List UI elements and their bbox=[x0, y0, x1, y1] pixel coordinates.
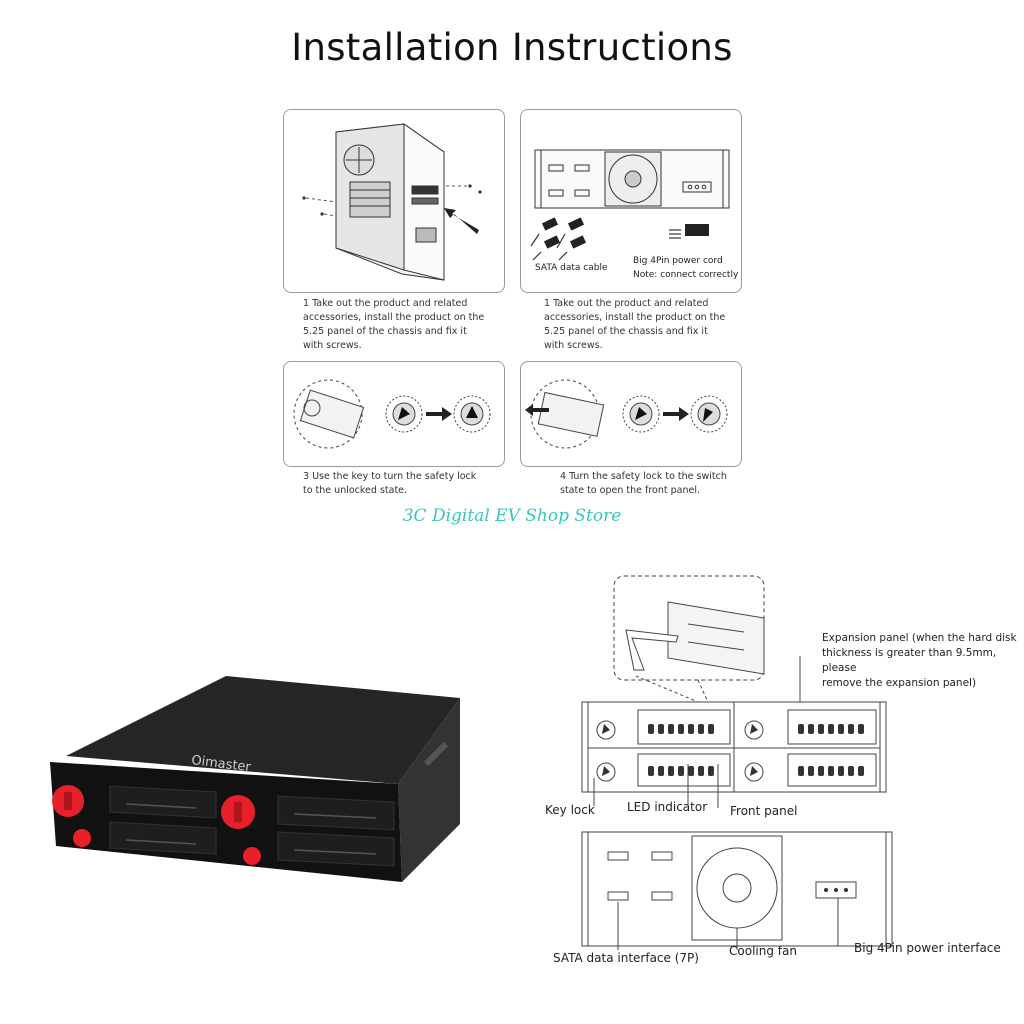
step-1-caption: 1 Take out the product and related acces… bbox=[303, 298, 485, 351]
front-panel-label: Front panel bbox=[730, 804, 798, 818]
expansion-panel-label: Expansion panel (when the hard disk thic… bbox=[822, 632, 1017, 689]
product-photo: Oimaster bbox=[50, 676, 460, 882]
key-unlock-illustration bbox=[293, 379, 491, 449]
sata-cable-label: SATA data cable bbox=[535, 263, 608, 273]
component-diagram bbox=[581, 575, 893, 950]
step-1-panel bbox=[283, 109, 505, 293]
chassis-illustration bbox=[302, 123, 482, 281]
key-lock-label: Key lock bbox=[545, 803, 595, 817]
step-4-caption: 4 Turn the safety lock to the switch sta… bbox=[560, 471, 727, 496]
cooling-fan-label: Cooling fan bbox=[729, 944, 797, 958]
page-title: Installation Instructions bbox=[291, 26, 733, 69]
step-3-caption: 3 Use the key to turn the safety lock to… bbox=[303, 471, 477, 496]
step-2-panel: SATA data cable Big 4Pin power cord Note… bbox=[520, 109, 742, 293]
step-3-panel bbox=[283, 361, 505, 467]
safety-lock-key-icon bbox=[52, 785, 261, 865]
insert-arrow-icon bbox=[444, 208, 479, 234]
rear-panel-illustration bbox=[530, 149, 730, 261]
brand-logo: Oimaster bbox=[191, 753, 253, 775]
sata-interface-label: SATA data interface (7P) bbox=[553, 951, 699, 965]
connect-note: Note: connect correctly bbox=[633, 270, 739, 280]
step-2-caption: 1 Take out the product and related acces… bbox=[544, 298, 726, 351]
led-indicator-label: LED indicator bbox=[627, 800, 708, 814]
step-4-panel bbox=[520, 361, 742, 467]
power-cord-label: Big 4Pin power cord bbox=[633, 256, 723, 266]
store-watermark: 3C Digital EV Shop Store bbox=[402, 506, 622, 526]
power-interface-label: Big 4Pin power interface bbox=[854, 941, 1001, 955]
open-panel-illustration bbox=[525, 379, 728, 449]
